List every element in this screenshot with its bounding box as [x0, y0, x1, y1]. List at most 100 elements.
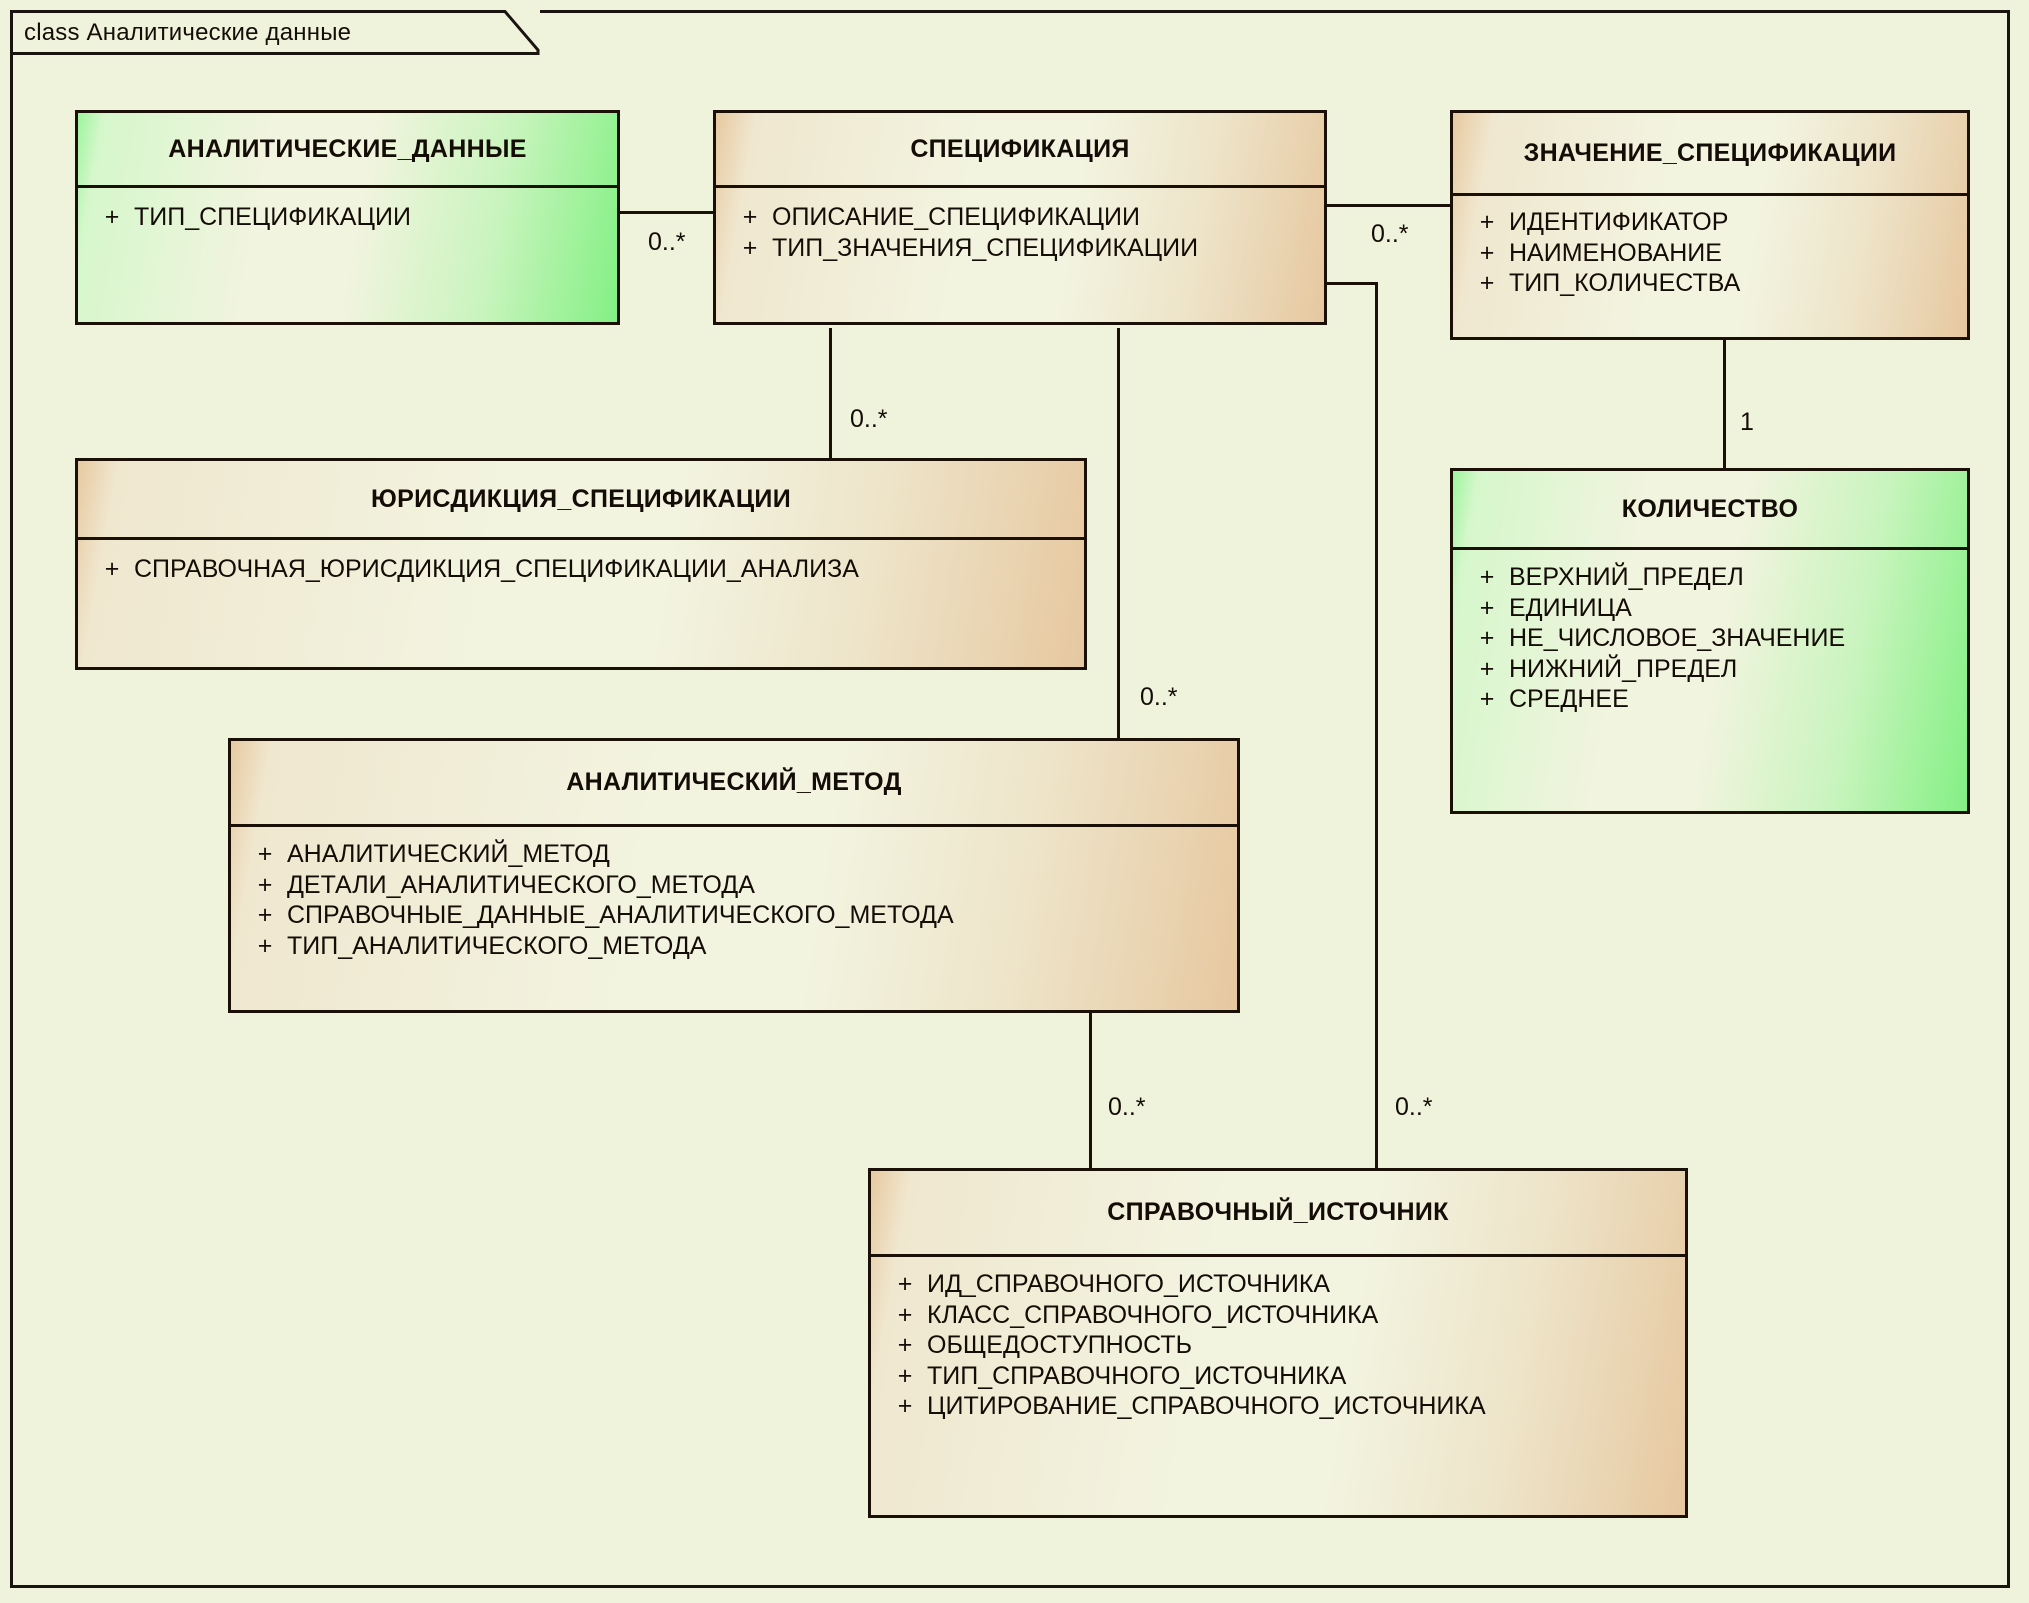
class-box-specification-value[interactable]: ЗНАЧЕНИЕ_СПЕЦИФИКАЦИИ + ИДЕНТИФИКАТОР + …	[1450, 110, 1976, 346]
diagram-frame	[10, 10, 2010, 1588]
class-divider	[1453, 547, 1967, 550]
class-attributes-specification-value: + ИДЕНТИФИКАТОР + НАИМЕНОВАНИЕ + ТИП_КОЛ…	[1453, 196, 1967, 299]
box-fill	[78, 113, 617, 322]
attribute-name: ДЕТАЛИ_АНАЛИТИЧЕСКОГО_МЕТОДА	[287, 870, 755, 899]
attribute-visibility: +	[1479, 563, 1495, 591]
class-attributes-analytic-data: + ТИП_СПЕЦИФИКАЦИИ	[78, 188, 617, 233]
class-box-specification[interactable]: СПЕЦИФИКАЦИЯ + ОПИСАНИЕ_СПЕЦИФИКАЦИИ + Т…	[713, 110, 1333, 331]
multiplicity-specification-value: 0..*	[1371, 220, 1409, 248]
multiplicity-method-source: 0..*	[1108, 1093, 1146, 1121]
class-divider	[78, 185, 617, 188]
box-fill	[716, 113, 1324, 322]
frame-tab-shape	[10, 10, 540, 55]
connector-data-specification	[617, 211, 713, 214]
class-divider	[1453, 193, 1967, 196]
attribute-row: + ВЕРХНИЙ_ПРЕДЕЛ	[1465, 562, 1967, 593]
attribute-row: + ТИП_СПЕЦИФИКАЦИИ	[90, 202, 617, 233]
connector-specification-jurisdiction	[829, 328, 832, 458]
attribute-visibility: +	[742, 233, 758, 262]
attribute-row: + ИД_СПРАВОЧНОГО_ИСТОЧНИКА	[883, 1269, 1685, 1300]
class-box-reference-source[interactable]: СПРАВОЧНЫЙ_ИСТОЧНИК + ИД_СПРАВОЧНОГО_ИСТ…	[868, 1168, 1694, 1524]
class-divider	[78, 537, 1084, 540]
attribute-name: НАИМЕНОВАНИЕ	[1509, 238, 1722, 267]
attribute-row: + ТИП_КОЛИЧЕСТВА	[1465, 268, 1967, 299]
connector-specification-source-stub	[1327, 282, 1378, 285]
attribute-visibility: +	[104, 203, 120, 231]
attribute-name: КЛАСС_СПРАВОЧНОГО_ИСТОЧНИКА	[927, 1300, 1379, 1329]
attribute-name: ЦИТИРОВАНИЕ_СПРАВОЧНОГО_ИСТОЧНИКА	[927, 1392, 1486, 1420]
attribute-name: ИД_СПРАВОЧНОГО_ИСТОЧНИКА	[927, 1270, 1331, 1298]
connector-value-quantity	[1723, 339, 1726, 469]
class-name-analytic-method: АНАЛИТИЧЕСКИЙ_МЕТОД	[566, 768, 902, 796]
attribute-row: + ИДЕНТИФИКАТОР	[1465, 207, 1967, 238]
class-attributes-jurisdiction: + СПРАВОЧНАЯ_ЮРИСДИКЦИЯ_СПЕЦИФИКАЦИИ_АНА…	[78, 540, 1084, 585]
class-box-jurisdiction[interactable]: ЮРИСДИКЦИЯ_СПЕЦИФИКАЦИИ + СПРАВОЧНАЯ_ЮРИ…	[75, 458, 1093, 676]
attribute-name: ТИП_СПЕЦИФИКАЦИИ	[134, 203, 411, 231]
box-fill	[231, 741, 1237, 1010]
attribute-row: + ОПИСАНИЕ_СПЕЦИФИКАЦИИ	[728, 202, 1324, 233]
class-name-specification-value: ЗНАЧЕНИЕ_СПЕЦИФИКАЦИИ	[1523, 138, 1897, 167]
connector-specification-source	[1375, 282, 1378, 1168]
attribute-visibility: +	[257, 870, 273, 899]
attribute-visibility: +	[897, 1392, 913, 1420]
attribute-row: + ТИП_ЗНАЧЕНИЯ_СПЕЦИФИКАЦИИ	[728, 233, 1324, 264]
attribute-name: ТИП_СПРАВОЧНОГО_ИСТОЧНИКА	[927, 1361, 1347, 1390]
multiplicity-specification-source: 0..*	[1395, 1093, 1433, 1121]
attribute-row: + ТИП_АНАЛИТИЧЕСКОГО_МЕТОДА	[243, 931, 1237, 962]
connector-method-source	[1089, 1013, 1092, 1168]
class-box-analytic-data[interactable]: АНАЛИТИЧЕСКИЕ_ДАННЫЕ + ТИП_СПЕЦИФИКАЦИИ	[75, 110, 626, 331]
attribute-name: ТИП_ЗНАЧЕНИЯ_СПЕЦИФИКАЦИИ	[772, 233, 1199, 262]
attribute-visibility: +	[1479, 685, 1495, 713]
attribute-row: + ТИП_СПРАВОЧНОГО_ИСТОЧНИКА	[883, 1361, 1685, 1392]
attribute-visibility: +	[1479, 624, 1495, 652]
attribute-name: СПРАВОЧНЫЕ_ДАННЫЕ_АНАЛИТИЧЕСКОГО_МЕТОДА	[287, 901, 954, 929]
attribute-visibility: +	[742, 203, 758, 231]
connector-specification-method	[1117, 328, 1120, 738]
attribute-row: + ЦИТИРОВАНИЕ_СПРАВОЧНОГО_ИСТОЧНИКА	[883, 1391, 1685, 1422]
attribute-visibility: +	[1479, 238, 1495, 267]
attribute-visibility: +	[897, 1300, 913, 1329]
connector-specification-value	[1327, 204, 1450, 207]
class-name-reference-source: СПРАВОЧНЫЙ_ИСТОЧНИК	[1107, 1198, 1449, 1226]
class-attributes-analytic-method: + АНАЛИТИЧЕСКИЙ_МЕТОД + ДЕТАЛИ_АНАЛИТИЧЕ…	[231, 827, 1237, 961]
class-attributes-reference-source: + ИД_СПРАВОЧНОГО_ИСТОЧНИКА + КЛАСС_СПРАВ…	[871, 1257, 1685, 1422]
class-attributes-quantity: + ВЕРХНИЙ_ПРЕДЕЛ + ЕДИНИЦА + НЕ_ЧИСЛОВОЕ…	[1453, 550, 1967, 715]
attribute-visibility: +	[257, 901, 273, 929]
attribute-row: + АНАЛИТИЧЕСКИЙ_МЕТОД	[243, 839, 1237, 870]
attribute-name: ТИП_АНАЛИТИЧЕСКОГО_МЕТОДА	[287, 931, 707, 960]
class-box-quantity[interactable]: КОЛИЧЕСТВО + ВЕРХНИЙ_ПРЕДЕЛ + ЕДИНИЦА + …	[1450, 468, 1976, 820]
attribute-visibility: +	[104, 555, 120, 583]
attribute-name: НИЖНИЙ_ПРЕДЕЛ	[1509, 654, 1738, 683]
attribute-name: ТИП_КОЛИЧЕСТВА	[1509, 269, 1741, 297]
attribute-name: ИДЕНТИФИКАТОР	[1509, 208, 1729, 236]
attribute-name: ОБЩЕДОСТУПНОСТЬ	[927, 1331, 1193, 1359]
multiplicity-value-quantity: 1	[1740, 408, 1754, 436]
attribute-name: НЕ_ЧИСЛОВОЕ_ЗНАЧЕНИЕ	[1509, 624, 1846, 652]
multiplicity-specification-method: 0..*	[1140, 683, 1178, 711]
class-divider	[231, 824, 1237, 827]
attribute-visibility: +	[1479, 208, 1495, 236]
attribute-row: + ДЕТАЛИ_АНАЛИТИЧЕСКОГО_МЕТОДА	[243, 870, 1237, 901]
multiplicity-data-specification: 0..*	[648, 228, 686, 256]
box-fill	[1453, 471, 1967, 811]
class-box-analytic-method[interactable]: АНАЛИТИЧЕСКИЙ_МЕТОД + АНАЛИТИЧЕСКИЙ_МЕТО…	[228, 738, 1246, 1019]
attribute-visibility: +	[897, 1361, 913, 1390]
attribute-visibility: +	[1479, 269, 1495, 297]
attribute-name: АНАЛИТИЧЕСКИЙ_МЕТОД	[287, 840, 610, 868]
class-divider	[716, 185, 1324, 188]
class-name-jurisdiction: ЮРИСДИКЦИЯ_СПЕЦИФИКАЦИИ	[371, 484, 791, 513]
attribute-visibility: +	[257, 931, 273, 960]
box-fill	[1453, 113, 1967, 337]
attribute-row: + НИЖНИЙ_ПРЕДЕЛ	[1465, 654, 1967, 685]
class-name-quantity: КОЛИЧЕСТВО	[1621, 494, 1799, 523]
attribute-row: + СПРАВОЧНАЯ_ЮРИСДИКЦИЯ_СПЕЦИФИКАЦИИ_АНА…	[90, 554, 1084, 585]
attribute-row: + СРЕДНЕЕ	[1465, 684, 1967, 715]
attribute-visibility: +	[1479, 593, 1495, 622]
attribute-row: + КЛАСС_СПРАВОЧНОГО_ИСТОЧНИКА	[883, 1300, 1685, 1331]
multiplicity-specification-jurisdiction: 0..*	[850, 405, 888, 433]
attribute-row: + НАИМЕНОВАНИЕ	[1465, 238, 1967, 269]
attribute-name: ОПИСАНИЕ_СПЕЦИФИКАЦИИ	[772, 203, 1140, 231]
attribute-visibility: +	[897, 1270, 913, 1298]
attribute-row: + ОБЩЕДОСТУПНОСТЬ	[883, 1330, 1685, 1361]
